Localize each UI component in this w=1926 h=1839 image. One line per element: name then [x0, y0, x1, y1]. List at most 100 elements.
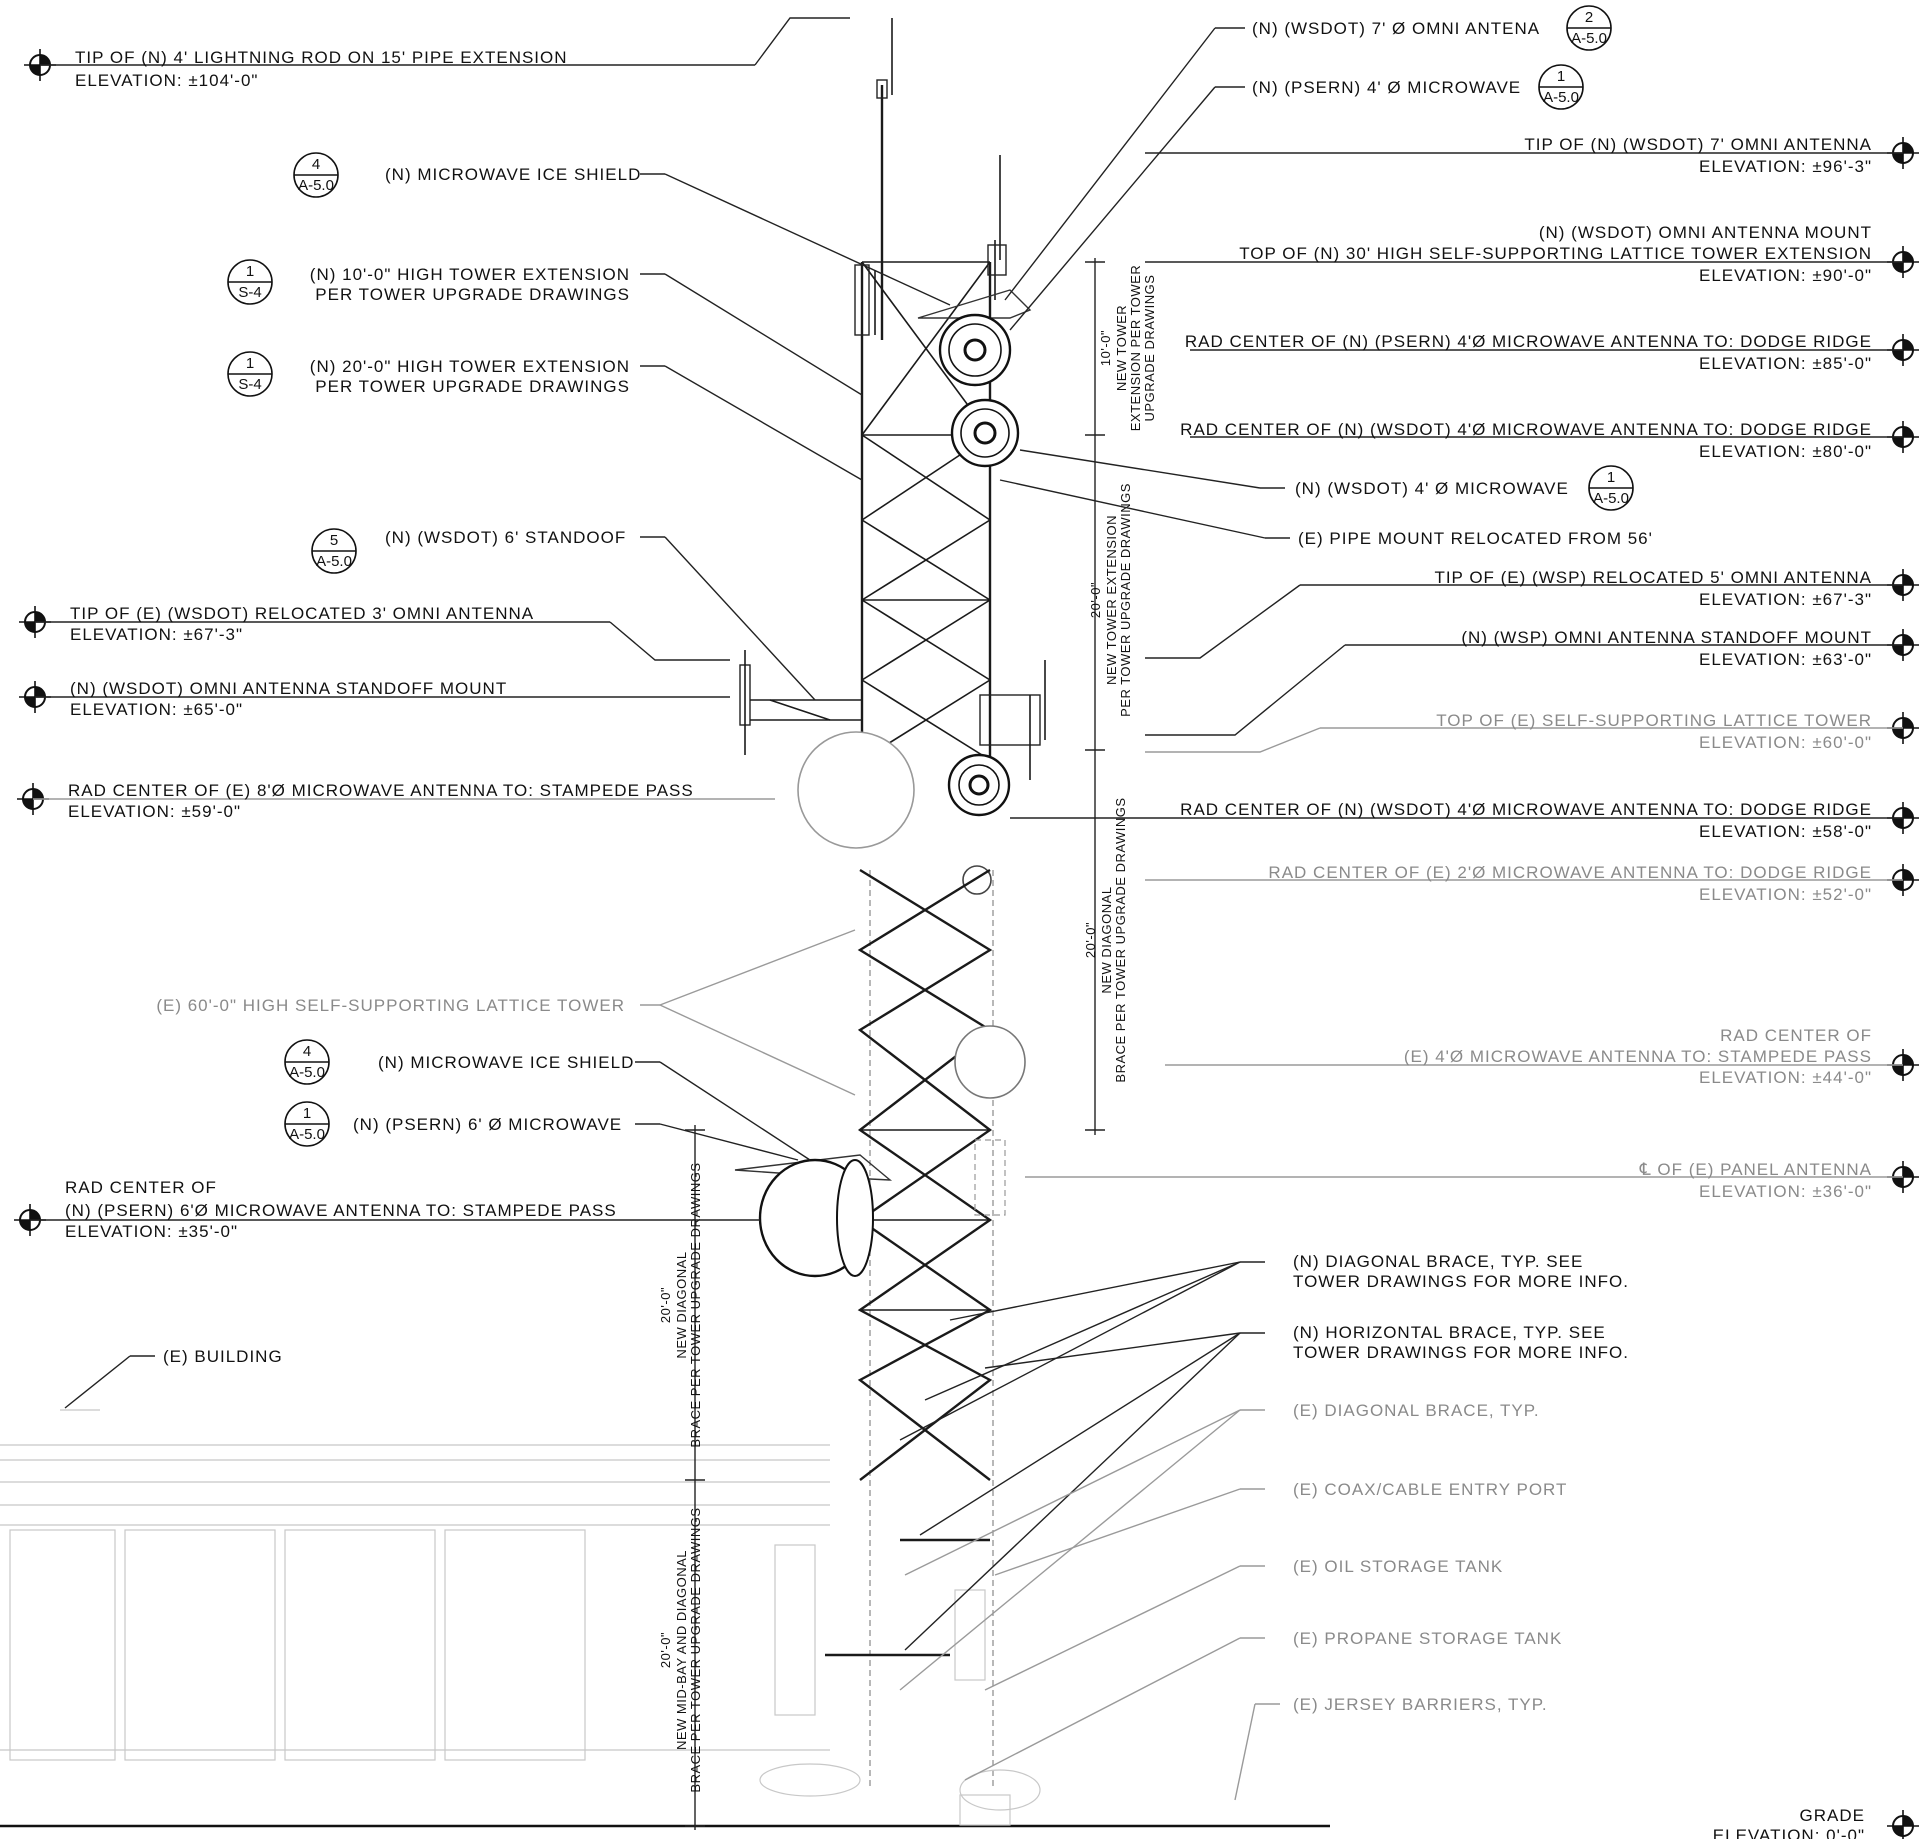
detail-sheet: A-5.0 — [316, 553, 352, 570]
dim-value: 20'-0" — [1083, 922, 1098, 958]
elev-line2: ELEVATION: ±58'-0" — [1699, 822, 1872, 841]
callout-text: (E) JERSEY BARRIERS, TYP. — [1293, 1695, 1548, 1714]
detail-bubble: 1 A-5.0 — [1538, 64, 1584, 110]
dimension-mid-20ft: 20'-0" NEW TOWER EXTENSION PER TOWER UPG… — [1088, 483, 1133, 717]
detail-number: 5 — [330, 532, 338, 549]
elev-line1: (N) (WSDOT) OMNI ANTENNA STANDOFF MOUNT — [70, 679, 507, 698]
detail-sheet: A-5.0 — [289, 1064, 325, 1081]
callout-ice-shield-upper: 4 A-5.0 (N) MICROWAVE ICE SHIELD — [293, 152, 951, 306]
elev-line1: RAD CENTER OF (N) (WSDOT) 4'Ø MICROWAVE … — [1180, 800, 1872, 819]
existing-lattice-tower — [825, 868, 994, 1790]
detail-bubble: 1 S-4 — [227, 351, 273, 397]
dimension-left-20ft-upper: 20'-0" NEW DIAGONAL BRACE PER TOWER UPGR… — [658, 1162, 703, 1447]
elev-line2: ELEVATION: 0'-0" — [1713, 1826, 1865, 1839]
elev-line2: ELEVATION: ±96'-3" — [1699, 157, 1872, 176]
dim-line1: NEW MID-BAY AND DIAGONAL — [674, 1550, 689, 1750]
elev-line0: RAD CENTER OF — [65, 1178, 217, 1197]
callout-coax-entry: (E) COAX/CABLE ENTRY PORT — [994, 1480, 1567, 1576]
elev-line2: ELEVATION: ±59'-0" — [68, 802, 241, 821]
elev-tag-tower-extension-top: (N) (WSDOT) OMNI ANTENNA MOUNT TOP OF (N… — [1145, 223, 1920, 285]
elev-line2: ELEVATION: ±80'-0" — [1699, 442, 1872, 461]
omni-antenna-7ft — [994, 155, 1001, 300]
detail-bubble: 1 A-5.0 — [1588, 465, 1634, 511]
building-background — [0, 1409, 830, 1761]
callout-text: (N) MICROWAVE ICE SHIELD — [385, 165, 641, 184]
dim-line1: NEW DIAGONAL — [674, 1251, 689, 1358]
callout-text: (N) (WSDOT) 4' Ø MICROWAVE — [1295, 479, 1569, 498]
elev-line1: (N) (WSP) OMNI ANTENNA STANDOFF MOUNT — [1461, 628, 1872, 647]
callout-text: (N) (PSERN) 6' Ø MICROWAVE — [353, 1115, 622, 1134]
elev-tag-psern-4ft: RAD CENTER OF (N) (PSERN) 4'Ø MICROWAVE … — [1185, 332, 1920, 373]
callout-wsdot-4ft-mid: (N) (WSDOT) 4' Ø MICROWAVE 1 A-5.0 — [1019, 449, 1634, 511]
elev-line0: RAD CENTER OF — [1720, 1026, 1872, 1045]
site-equipment — [759, 1544, 1041, 1826]
dim-value: 20'-0" — [658, 1632, 673, 1668]
elev-line0: (N) (WSDOT) OMNI ANTENNA MOUNT — [1539, 223, 1872, 242]
elev-line2: ELEVATION: ±104'-0" — [75, 71, 258, 90]
microwave-wsdot-4ft-upper — [950, 398, 1020, 468]
dim-value: 20'-0" — [658, 1287, 673, 1323]
dim-value: 10'-0" — [1098, 330, 1113, 366]
dim-line3: UPGRADE DRAWINGS — [1142, 275, 1157, 422]
detail-sheet: A-5.0 — [298, 177, 334, 194]
dim-line2: EXTENSION PER TOWER — [1128, 265, 1143, 432]
elev-tag-panel-antenna: ℄ OF (E) PANEL ANTENNA ELEVATION: ±36'-0… — [1025, 1160, 1920, 1201]
detail-bubble: 5 A-5.0 — [311, 528, 357, 574]
callout-ice-shield-lower: 4 A-5.0 (N) MICROWAVE ICE SHIELD — [284, 1039, 811, 1161]
elevation-marker-icon — [1886, 1809, 1920, 1839]
elev-tag-lightning-rod: TIP OF (N) 4' LIGHTNING ROD ON 15' PIPE … — [23, 17, 850, 90]
elev-line1: RAD CENTER OF (N) (PSERN) 4'Ø MICROWAVE … — [1185, 332, 1872, 351]
elev-line1: RAD CENTER OF (E) 8'Ø MICROWAVE ANTENNA … — [68, 781, 694, 800]
standoff-mount-left — [739, 650, 862, 755]
dim-line2: BRACE PER TOWER UPGRADE DRAWINGS — [1113, 797, 1128, 1082]
detail-number: 4 — [312, 156, 320, 173]
panel-antenna — [974, 1139, 1006, 1216]
callout-line2: TOWER DRAWINGS FOR MORE INFO. — [1293, 1343, 1629, 1362]
detail-number: 1 — [1607, 469, 1615, 486]
dimension-left-20ft-lower: 20'-0" NEW MID-BAY AND DIAGONAL BRACE PE… — [658, 1507, 703, 1792]
elev-line2: ELEVATION: ±65'-0" — [70, 700, 243, 719]
callout-jersey-barriers: (E) JERSEY BARRIERS, TYP. — [1234, 1695, 1548, 1801]
elev-tag-wsdot-4ft-lower: RAD CENTER OF (N) (WSDOT) 4'Ø MICROWAVE … — [1010, 800, 1920, 841]
callout-line2: TOWER DRAWINGS FOR MORE INFO. — [1293, 1272, 1629, 1291]
callout-line1: (N) DIAGONAL BRACE, TYP. SEE — [1293, 1252, 1583, 1271]
detail-sheet: A-5.0 — [1543, 89, 1579, 106]
callout-text: (E) DIAGONAL BRACE, TYP. — [1293, 1401, 1540, 1420]
callout-tower-ext-20ft: 1 S-4 (N) 20'-0" HIGH TOWER EXTENSION PE… — [227, 351, 863, 481]
callout-psern-6ft: 1 A-5.0 (N) (PSERN) 6' Ø MICROWAVE — [284, 1101, 799, 1161]
elev-line1: TIP OF (N) 4' LIGHTNING ROD ON 15' PIPE … — [75, 48, 568, 67]
elev-line1: ℄ OF (E) PANEL ANTENNA — [1639, 1160, 1872, 1179]
callout-text: (E) OIL STORAGE TANK — [1293, 1557, 1503, 1576]
detail-number: 1 — [246, 355, 254, 372]
elev-tag-psern-6ft: RAD CENTER OF (N) (PSERN) 6'Ø MICROWAVE … — [13, 1178, 760, 1241]
elev-tag-existing-4ft: RAD CENTER OF (E) 4'Ø MICROWAVE ANTENNA … — [1165, 1026, 1920, 1087]
elev-line1: TIP OF (N) (WSDOT) 7' OMNI ANTENNA — [1524, 135, 1872, 154]
detail-sheet: A-5.0 — [1593, 490, 1629, 507]
elev-tag-existing-8ft: RAD CENTER OF (E) 8'Ø MICROWAVE ANTENNA … — [16, 781, 775, 821]
callout-text: (N) MICROWAVE ICE SHIELD — [378, 1053, 634, 1072]
elev-line1: TIP OF (E) (WSDOT) RELOCATED 3' OMNI ANT… — [70, 604, 534, 623]
elev-line1: TOP OF (E) SELF-SUPPORTING LATTICE TOWER — [1436, 711, 1872, 730]
dim-line1: NEW DIAGONAL — [1099, 886, 1114, 993]
callout-text: (E) COAX/CABLE ENTRY PORT — [1293, 1480, 1567, 1499]
elev-line1: (E) 4'Ø MICROWAVE ANTENNA TO: STAMPEDE P… — [1404, 1047, 1872, 1066]
callout-propane-tank: (E) PROPANE STORAGE TANK — [964, 1629, 1561, 1781]
lightning-rod — [874, 18, 893, 340]
elev-line2: ELEVATION: ±44'-0" — [1699, 1068, 1872, 1087]
dimension-lower-20ft: 20'-0" NEW DIAGONAL BRACE PER TOWER UPGR… — [1083, 797, 1128, 1082]
detail-bubble: 4 A-5.0 — [284, 1039, 330, 1085]
microwave-psern-4ft — [938, 313, 1012, 387]
callout-psern-microwave: (N) (PSERN) 4' Ø MICROWAVE 1 A-5.0 — [1009, 64, 1584, 331]
microwave-existing-8ft — [797, 731, 915, 849]
callout-existing-tower: (E) 60'-0" HIGH SELF-SUPPORTING LATTICE … — [156, 929, 856, 1096]
elev-tag-existing-tower-top: TOP OF (E) SELF-SUPPORTING LATTICE TOWER… — [1145, 711, 1920, 753]
microwave-existing-4ft — [954, 1025, 1026, 1099]
detail-number: 4 — [303, 1043, 311, 1060]
elev-tag-wsp-5ft-omni: TIP OF (E) (WSP) RELOCATED 5' OMNI ANTEN… — [1145, 568, 1920, 659]
callout-text: (E) BUILDING — [163, 1347, 283, 1366]
microwave-psern-6ft — [758, 1158, 874, 1278]
elev-tag-wsdot-3ft-omni: TIP OF (E) (WSDOT) RELOCATED 3' OMNI ANT… — [18, 604, 730, 661]
microwave-existing-2ft — [962, 865, 992, 895]
elev-line1: RAD CENTER OF (E) 2'Ø MICROWAVE ANTENNA … — [1268, 863, 1872, 882]
